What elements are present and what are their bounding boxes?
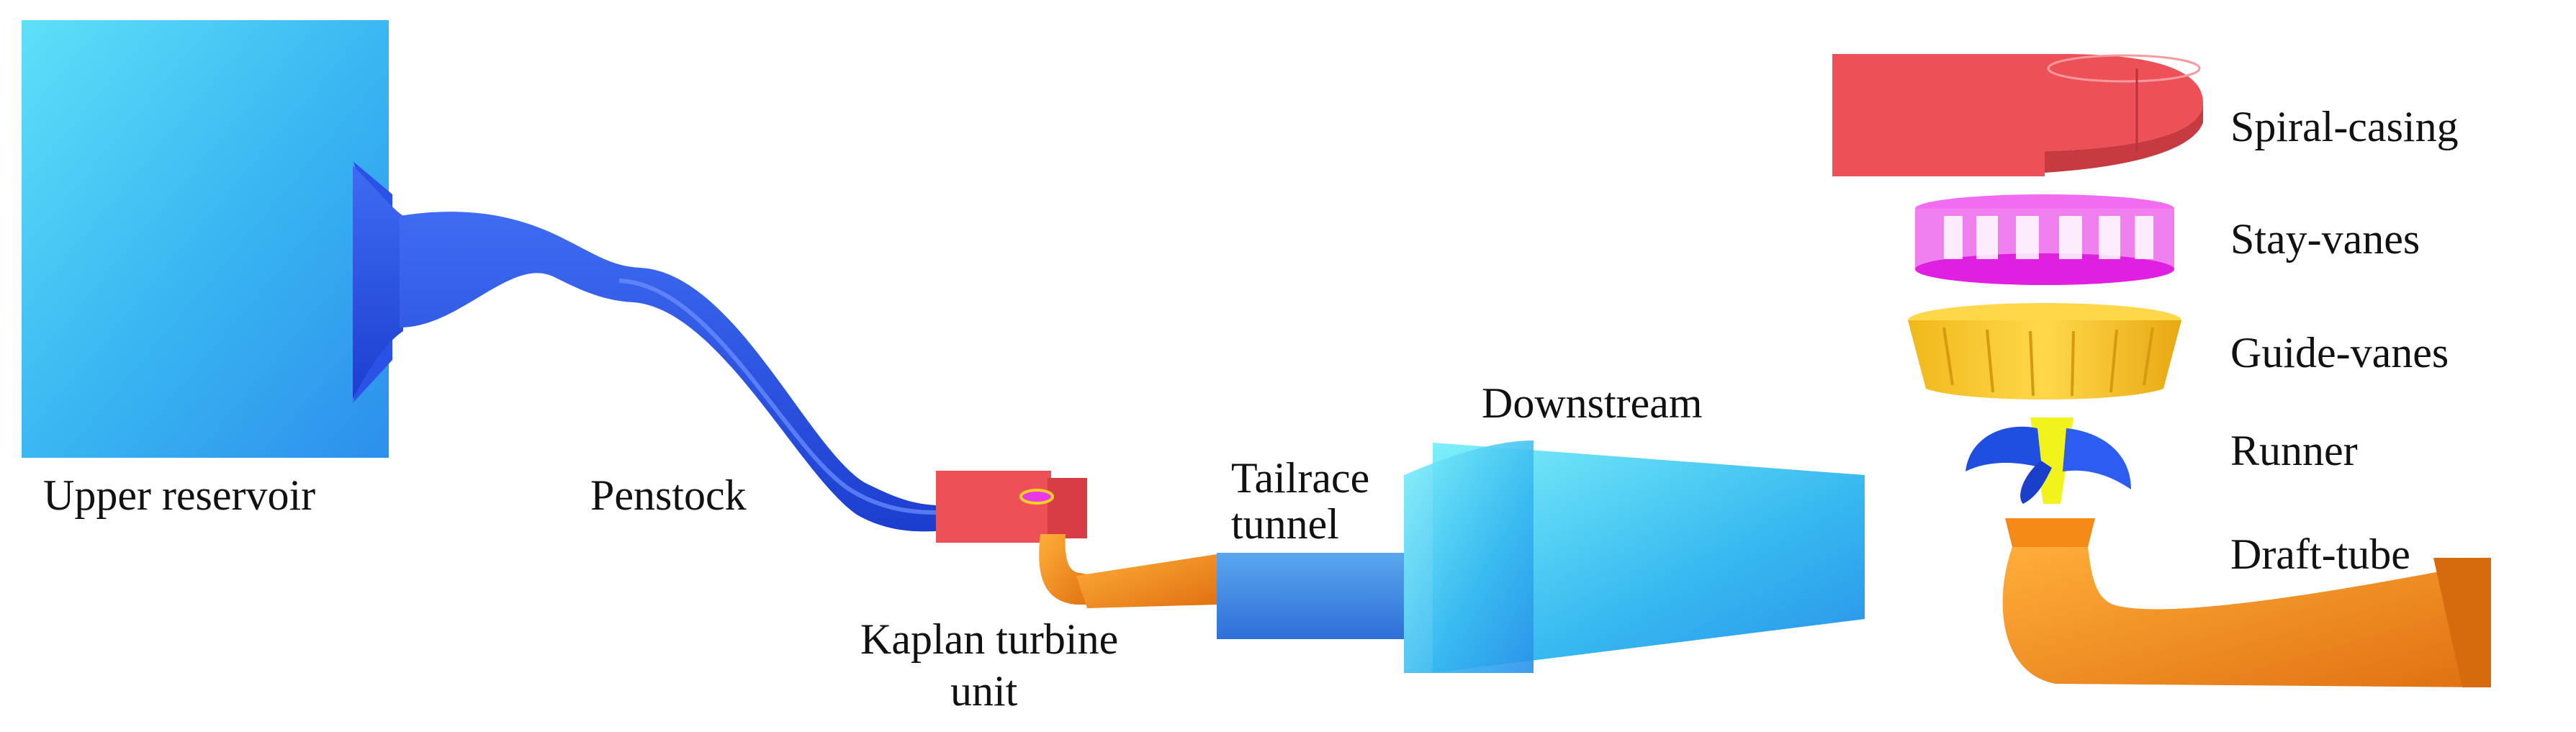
spiral-casing-part [1832, 54, 2203, 176]
runner-label: Runner [2230, 427, 2358, 474]
kaplan-turbine-unit [936, 471, 1094, 605]
tailrace-tunnel [1076, 553, 1404, 639]
tailrace-tunnel-label-line2: tunnel [1231, 500, 1339, 548]
penstock [353, 161, 937, 532]
penstock-label: Penstock [590, 471, 747, 519]
kaplan-turbine-unit-label-line2: unit [950, 667, 1018, 715]
draft-tube-label: Draft-tube [2230, 530, 2410, 578]
guide-vanes-part [1908, 303, 2181, 399]
tailrace-tunnel-label-line1: Tailrace [1231, 454, 1369, 502]
downstream-label: Downstream [1482, 379, 1703, 427]
guide-vanes-label: Guide-vanes [2230, 329, 2449, 376]
stay-vanes-label: Stay-vanes [2230, 215, 2420, 263]
upper-reservoir-label: Upper reservoir [43, 471, 315, 519]
kaplan-turbine-unit-label-line1: Kaplan turbine [860, 615, 1118, 663]
downstream-reservoir [1404, 440, 1865, 673]
spiral-casing-label: Spiral-casing [2230, 103, 2459, 150]
runner-part [1965, 417, 2131, 504]
stay-vanes-part [1915, 194, 2174, 285]
draft-tube-part [2002, 518, 2491, 687]
upper-reservoir [22, 20, 389, 458]
